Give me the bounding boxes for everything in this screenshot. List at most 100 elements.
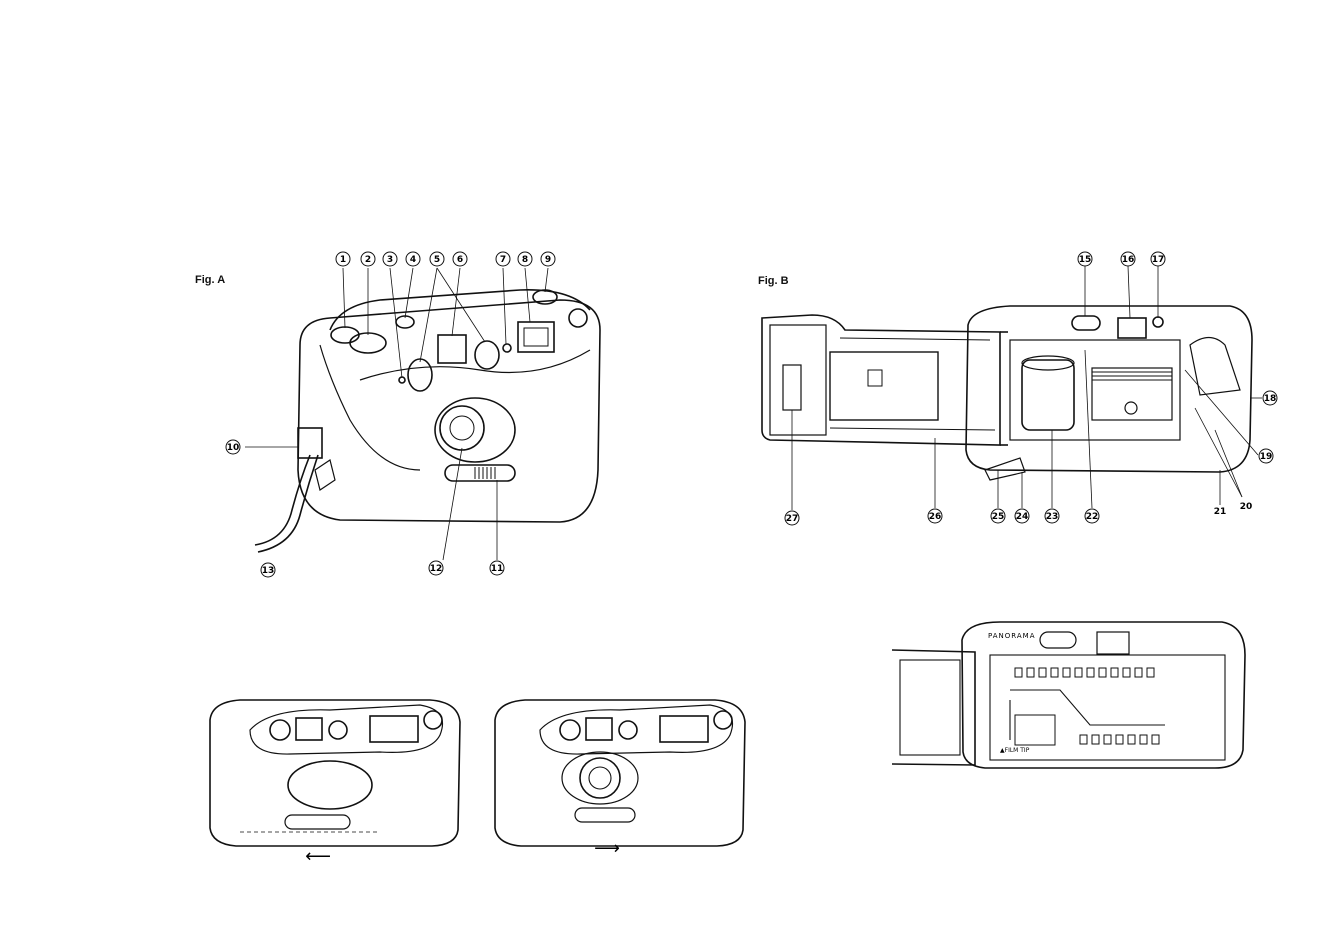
flash-window-drawing xyxy=(518,322,554,352)
svg-text:23: 23 xyxy=(1046,512,1059,522)
fig-a-callouts: 1 2 3 4 5 6 7 8 9 10 13 12 11 xyxy=(226,252,555,577)
strap-hook-drawing xyxy=(298,428,322,458)
door-left-compartment xyxy=(770,325,826,435)
indicator-dot-drawing xyxy=(1153,317,1163,327)
svg-text:10: 10 xyxy=(227,443,240,453)
svg-text:2: 2 xyxy=(365,255,371,265)
body-outline xyxy=(966,306,1252,472)
callout-10: 10 xyxy=(226,440,240,454)
svg-text:11: 11 xyxy=(491,564,504,574)
svg-text:26: 26 xyxy=(929,512,942,522)
fig-c-labels: PANORAMA ▲FILM TIP xyxy=(988,632,1036,754)
take-up-spool-drawing xyxy=(1190,338,1240,396)
fig-a-camera xyxy=(245,268,600,560)
grip-curve xyxy=(320,345,420,470)
callout-27: 27 xyxy=(785,511,799,525)
svg-text:25: 25 xyxy=(992,512,1005,522)
viewfinder-drawing xyxy=(438,335,466,363)
svg-text:17: 17 xyxy=(1152,255,1165,265)
svg-text:20: 20 xyxy=(1240,502,1253,512)
callout-2: 2 xyxy=(361,252,375,266)
fig-c-camera xyxy=(892,622,1245,768)
camera-top-edge xyxy=(330,290,590,330)
strap-buckle-drawing xyxy=(315,460,335,490)
callout-20: 20 xyxy=(1240,502,1253,512)
film-chamber-frame xyxy=(1010,340,1180,440)
pressure-plate xyxy=(830,352,938,420)
callout-21: 21 xyxy=(1214,507,1227,517)
arrow-right: ⟶ xyxy=(594,838,620,859)
flash-inner-drawing xyxy=(524,328,548,346)
callout-9: 9 xyxy=(541,252,555,266)
callout-8: 8 xyxy=(518,252,532,266)
battery-release-drawing xyxy=(985,458,1025,480)
panorama-brand: PANORAMA xyxy=(988,632,1036,640)
svg-text:15: 15 xyxy=(1079,255,1092,265)
svg-text:5: 5 xyxy=(434,255,440,265)
callout-23: 23 xyxy=(1045,509,1059,523)
svg-text:8: 8 xyxy=(522,255,528,265)
door-latch xyxy=(783,365,801,410)
lens-housing-drawing xyxy=(435,398,515,462)
svg-text:24: 24 xyxy=(1016,512,1029,522)
svg-text:12: 12 xyxy=(430,564,443,574)
lens-cover-switch-drawing xyxy=(445,465,515,481)
svg-text:21: 21 xyxy=(1214,507,1227,517)
fig-b-callouts: 15 16 17 18 19 20 21 27 26 25 24 23 22 xyxy=(785,252,1277,525)
callout-4: 4 xyxy=(406,252,420,266)
callout-26: 26 xyxy=(928,509,942,523)
lens-drawing xyxy=(440,406,484,450)
lens-housing-open xyxy=(562,752,638,804)
top-dial-drawing xyxy=(350,333,386,353)
svg-text:9: 9 xyxy=(545,255,551,265)
svg-text:18: 18 xyxy=(1264,394,1277,404)
callout-17: 17 xyxy=(1151,252,1165,266)
lens-open xyxy=(580,758,620,798)
pressure-plate-window xyxy=(868,370,882,386)
fig-d-right-camera xyxy=(495,700,745,846)
callout-11: 11 xyxy=(490,561,504,575)
svg-text:6: 6 xyxy=(457,255,463,265)
svg-text:4: 4 xyxy=(410,255,416,265)
svg-text:16: 16 xyxy=(1122,255,1135,265)
right-window-drawing xyxy=(569,309,587,327)
callout-3: 3 xyxy=(383,252,397,266)
eyepiece-drawing xyxy=(1118,318,1146,338)
lens-inner-drawing xyxy=(450,416,474,440)
fig-b-camera xyxy=(762,266,1262,510)
callout-1: 1 xyxy=(336,252,350,266)
svg-text:13: 13 xyxy=(262,566,275,576)
fig-d-left-camera xyxy=(210,700,460,846)
callout-6: 6 xyxy=(453,252,467,266)
callout-7: 7 xyxy=(496,252,510,266)
callout-22: 22 xyxy=(1085,509,1099,523)
svg-text:7: 7 xyxy=(500,255,506,265)
callout-19: 19 xyxy=(1259,449,1273,463)
callout-18: 18 xyxy=(1263,391,1277,405)
arrow-left: ⟵ xyxy=(305,846,331,867)
back-door-outline xyxy=(762,315,1000,445)
svg-text:3: 3 xyxy=(387,255,393,265)
window-right-drawing xyxy=(475,341,499,369)
shutter-button-drawing xyxy=(331,327,359,343)
callout-24: 24 xyxy=(1015,509,1029,523)
svg-text:1: 1 xyxy=(340,255,346,265)
callout-25: 25 xyxy=(991,509,1005,523)
fig-d-arrows: ⟵ ⟶ xyxy=(305,838,620,867)
svg-text:27: 27 xyxy=(786,514,799,524)
svg-text:19: 19 xyxy=(1260,452,1273,462)
callout-15: 15 xyxy=(1078,252,1092,266)
callout-13: 13 xyxy=(261,563,275,577)
sensor-dot-drawing xyxy=(503,344,511,352)
strap-line-1 xyxy=(255,455,310,545)
rewind-button-drawing xyxy=(1072,316,1100,330)
callout-16: 16 xyxy=(1121,252,1135,266)
film-tip-text: ▲FILM TIP xyxy=(1000,747,1030,754)
callout-5: 5 xyxy=(430,252,444,266)
svg-text:22: 22 xyxy=(1086,512,1099,522)
callout-12: 12 xyxy=(429,561,443,575)
lens-cover-closed xyxy=(288,761,372,809)
window-left-drawing xyxy=(408,359,432,391)
